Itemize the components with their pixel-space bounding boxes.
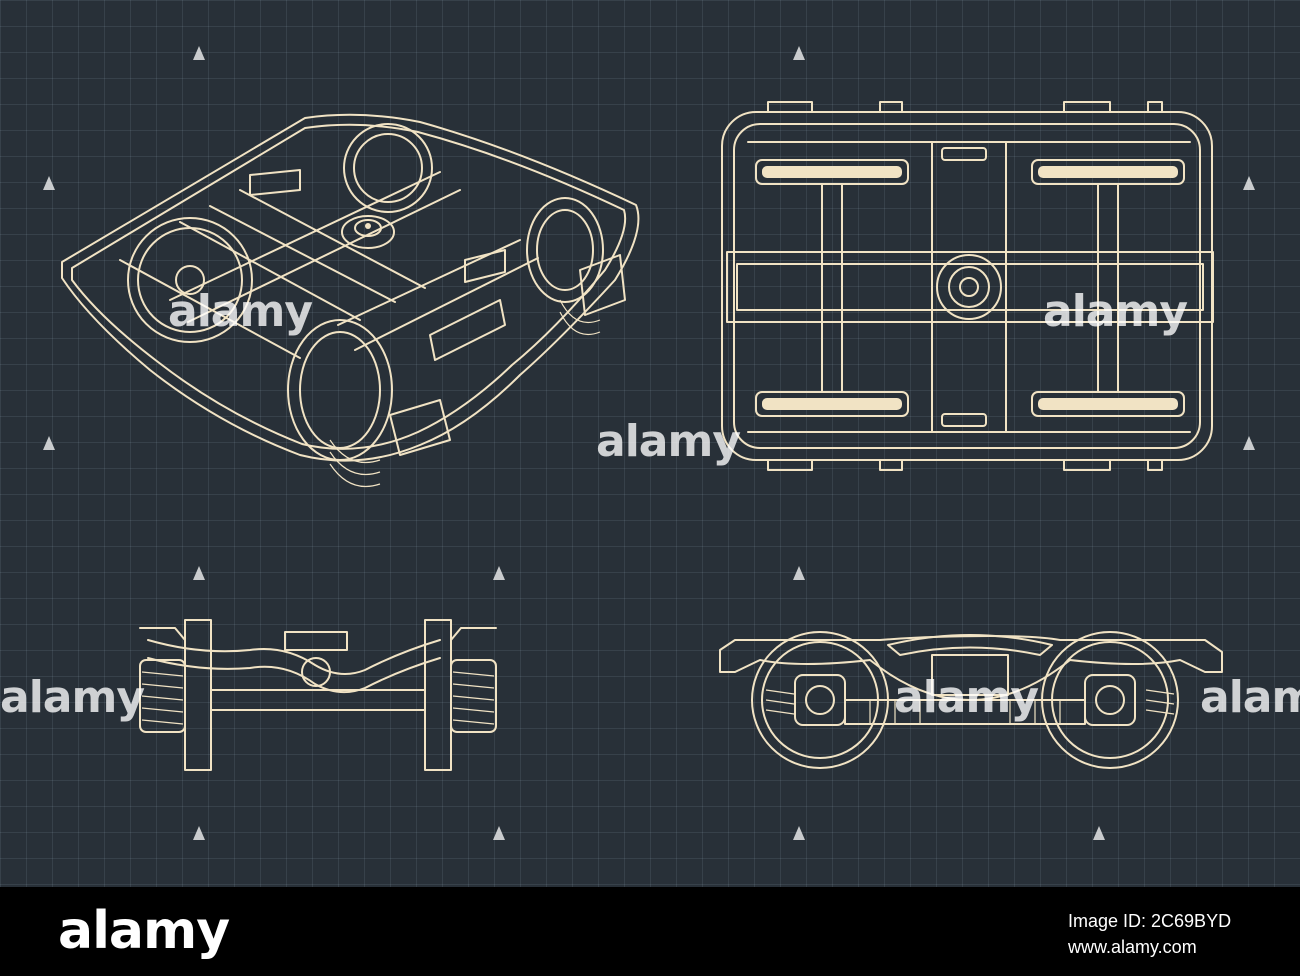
- bogie-isometric-drawing: [61, 113, 640, 488]
- watermark-text: alamy: [894, 672, 1039, 723]
- site-url-link[interactable]: www.alamy.com: [1068, 937, 1197, 957]
- watermark-icons: [43, 46, 1255, 840]
- footer-logo[interactable]: alamy: [58, 901, 230, 961]
- watermark-text: alamy: [0, 672, 145, 723]
- footer-bar: alamy Image ID: 2C69BYD www.alamy.com: [0, 887, 1300, 976]
- watermark-text: alamy: [596, 416, 741, 467]
- blueprint-drawings: [43, 46, 1255, 840]
- watermark-text: alamy: [1043, 286, 1188, 337]
- watermark-text: alamy: [1200, 672, 1300, 723]
- image-id-text: Image ID: 2C69BYD: [1068, 911, 1232, 931]
- blueprint-sheet: alamy alamy alamy alamy alamy alamy: [0, 0, 1300, 887]
- watermark-text: alamy: [168, 286, 313, 337]
- bogie-side-view-drawing: [719, 631, 1223, 769]
- bogie-top-view-drawing: [721, 101, 1214, 471]
- bogie-end-view-drawing: [139, 619, 497, 771]
